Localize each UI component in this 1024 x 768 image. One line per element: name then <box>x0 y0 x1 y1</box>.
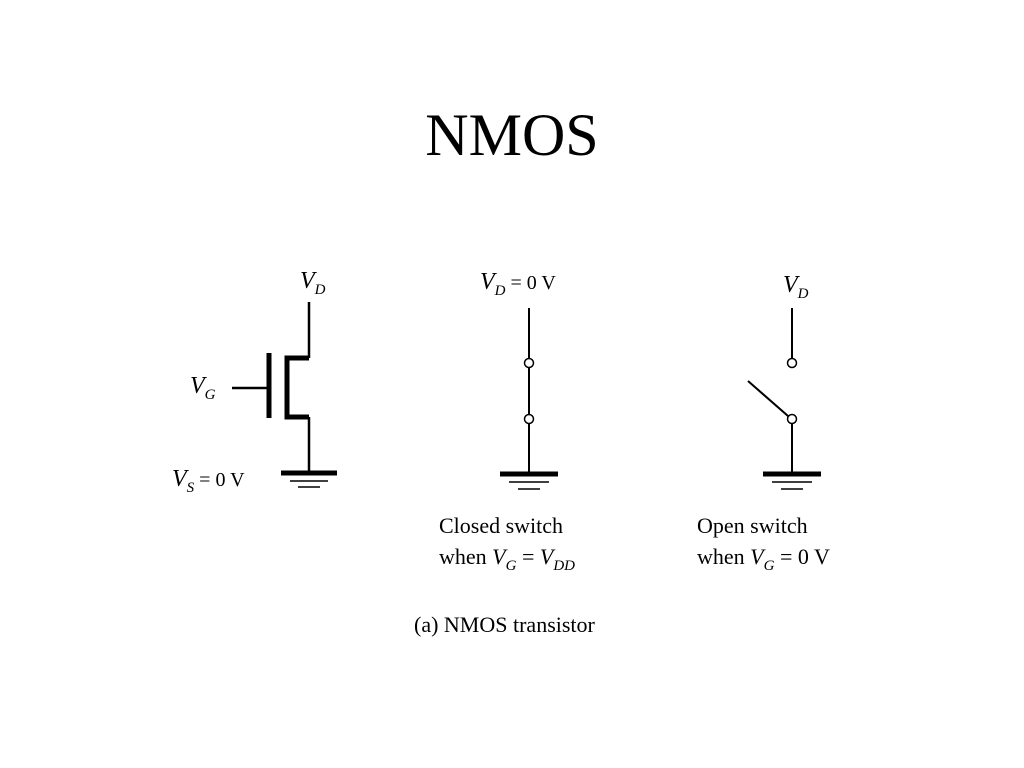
open-switch-caption-line1: Open switch <box>697 513 808 538</box>
open-switch-terminal-bottom <box>786 413 798 425</box>
gate-label: VG <box>190 373 216 403</box>
figure-caption: (a) NMOS transistor <box>414 612 596 637</box>
open-switch-terminal-top <box>786 357 798 369</box>
closed-switch-terminal-bottom <box>523 413 535 425</box>
ground-icon <box>281 470 337 488</box>
closed-switch-top-label: VD = 0 V <box>480 269 556 299</box>
closed-switch-terminal-top <box>523 357 535 369</box>
closed-switch-caption-line2: when VG = VDD <box>439 544 575 574</box>
slide-title: NMOS <box>425 102 599 168</box>
source-label: VS = 0 V <box>172 466 245 496</box>
ground-icon <box>500 471 558 490</box>
closed-switch-symbol <box>500 308 558 490</box>
drain-label: VD <box>300 268 326 298</box>
closed-switch-caption-line1: Closed switch <box>439 513 563 538</box>
open-switch-symbol <box>747 308 821 490</box>
ground-icon <box>763 471 821 490</box>
nmos-transistor-symbol <box>232 302 337 488</box>
open-switch-top-label: VD <box>783 272 809 302</box>
channel-connector <box>284 355 309 420</box>
open-switch-blade <box>747 380 789 417</box>
open-switch-caption-line2: when VG = 0 V <box>697 544 830 574</box>
